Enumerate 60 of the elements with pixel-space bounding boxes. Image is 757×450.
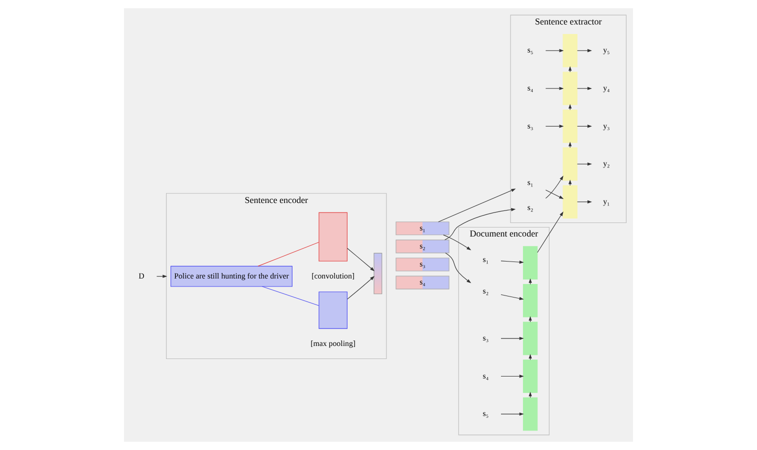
node-text: s₅ [482,409,489,418]
node-box [562,72,578,106]
arrow [346,248,375,272]
node-text: s₅ [527,46,534,55]
node-box: Police are still hunting for the driver [170,266,292,287]
node-text: y₄ [603,84,610,93]
node-text: s₂ [527,203,534,212]
arrow [347,276,375,300]
node-text: y₂ [603,159,610,168]
connector [258,242,320,266]
node-box [522,322,538,356]
node-box [374,252,382,294]
node-box [522,397,538,431]
node-text: s₂ [482,286,489,296]
arrow [443,234,472,250]
node-text: y₃ [603,121,610,130]
arrow [444,208,516,240]
node-text: y₁ [603,196,610,206]
node-box [562,110,578,143]
arrow [500,260,524,264]
node-text: s₁ [527,178,534,187]
arrow [500,412,524,416]
node-box [562,34,578,68]
arrow [545,190,564,199]
arrow [577,162,592,166]
arrow [445,252,472,284]
arrow [500,294,524,300]
node-text: s₃ [527,121,534,130]
arrow [545,124,564,128]
connector [262,286,320,306]
arrow [438,188,516,222]
arrow [545,49,564,52]
node-box [562,147,578,181]
node-box: s₁ [396,222,450,236]
node-box: s₄ [396,276,450,290]
node-box [318,292,348,329]
arrow [500,374,524,378]
arrow [545,86,564,90]
arrow [500,336,524,340]
node-box [562,185,578,219]
node-text: s₁ [482,255,489,264]
arrow [545,176,564,199]
node-text: s₄ [527,84,534,93]
node-text: s₃ [482,334,489,343]
node-text: y₅ [603,46,610,55]
arrow [577,86,592,90]
node-box: s₂ [396,240,450,254]
label: [convolution] [312,271,355,280]
label: [max pooling] [310,339,356,348]
node-box: s₃ [396,258,450,272]
node-box [522,284,538,318]
node-box [522,360,538,393]
node-box [318,212,348,262]
node-text: D [138,271,144,280]
arrow [577,49,592,52]
arrow [577,124,592,128]
node-text: s₄ [482,371,489,380]
arrow [537,212,564,253]
node-box [522,246,538,280]
arrow [577,200,592,204]
